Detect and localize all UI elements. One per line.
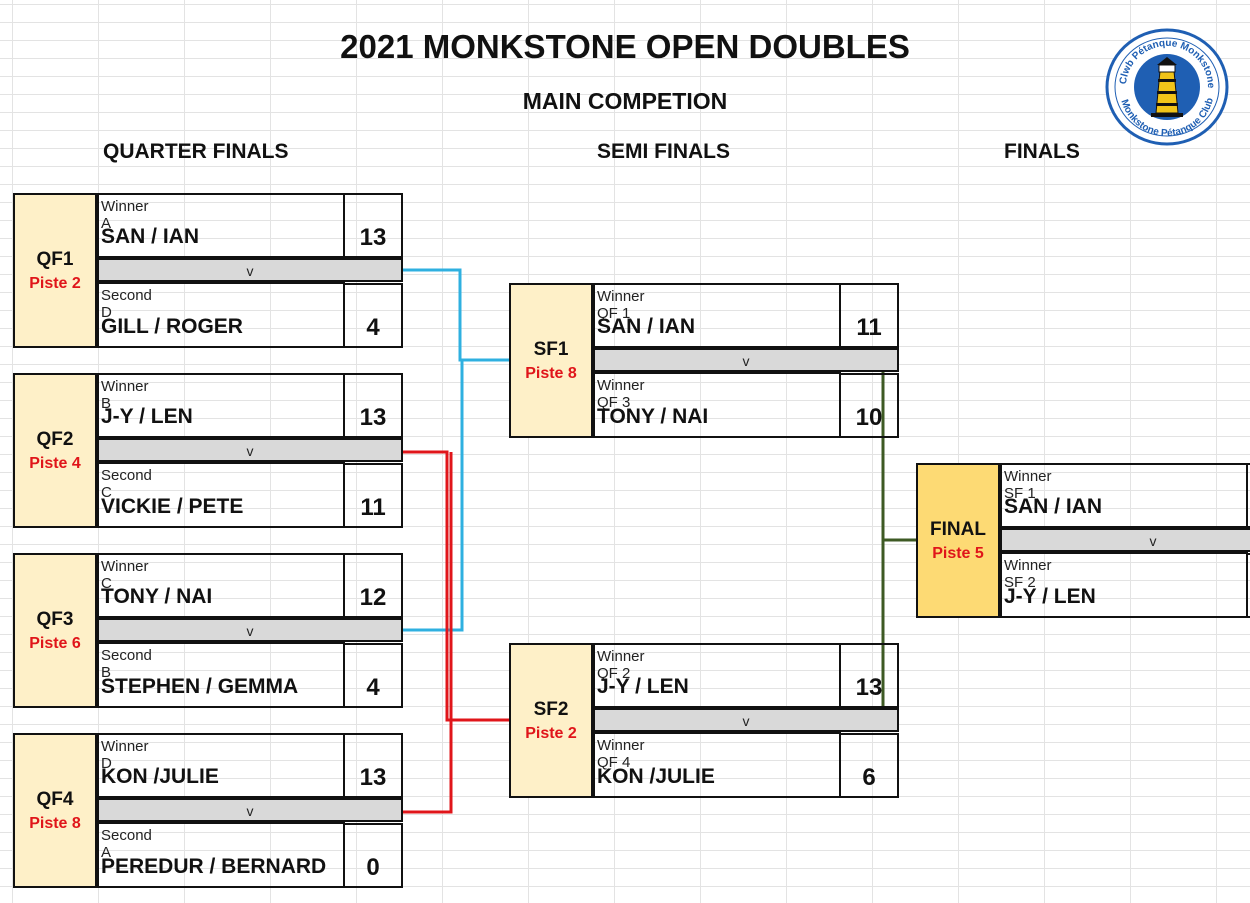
bottom-team-score[interactable]: 0 bbox=[343, 823, 403, 888]
top-team-name[interactable]: SAN / IAN bbox=[1000, 488, 1248, 528]
versus-bar: v bbox=[97, 258, 403, 282]
top-slot-label: Winner C bbox=[101, 558, 149, 592]
top-slot-label: Winner QF 2 bbox=[597, 648, 645, 682]
connector-qf1-sf1 bbox=[403, 268, 510, 362]
top-team-name[interactable]: SAN / IAN bbox=[97, 218, 345, 258]
match-code: QF3 bbox=[36, 608, 74, 630]
piste-label: Piste 4 bbox=[29, 454, 81, 472]
bottom-slot-label: Second D bbox=[101, 287, 152, 321]
top-team-score[interactable]: 13 bbox=[343, 733, 403, 798]
piste-label: Piste 8 bbox=[29, 814, 81, 832]
lighthouse-logo-icon: Clwb Pétanque Monkstone Monkstone Pétanq… bbox=[1105, 28, 1229, 146]
versus-bar: v bbox=[593, 348, 899, 372]
top-team-name[interactable]: J-Y / LEN bbox=[593, 668, 841, 708]
club-logo: Clwb Pétanque Monkstone Monkstone Pétanq… bbox=[1104, 27, 1230, 147]
match-tag: FINAL Piste 5 bbox=[916, 463, 1000, 618]
bottom-slot-label: Second A bbox=[101, 827, 152, 861]
versus-bar: v bbox=[97, 438, 403, 462]
piste-label: Piste 2 bbox=[29, 274, 81, 292]
top-team-name[interactable]: KON /JULIE bbox=[97, 758, 345, 798]
bottom-team-name[interactable]: TONY / NAI bbox=[593, 398, 841, 438]
bottom-team-name[interactable]: KON /JULIE bbox=[593, 758, 841, 798]
bottom-team-name[interactable]: STEPHEN / GEMMA bbox=[97, 668, 345, 708]
top-team-name[interactable]: SAN / IAN bbox=[593, 308, 841, 348]
top-team-score[interactable]: 13 bbox=[839, 643, 899, 708]
bottom-team-score[interactable]: 10 bbox=[839, 373, 899, 438]
piste-label: Piste 6 bbox=[29, 634, 81, 652]
connector-qf2-sf2 bbox=[403, 450, 510, 722]
top-team-name[interactable]: J-Y / LEN bbox=[97, 398, 345, 438]
bottom-team-name[interactable]: J-Y / LEN bbox=[1000, 578, 1248, 618]
top-team-score[interactable]: 11 bbox=[839, 283, 899, 348]
versus-bar: v bbox=[593, 708, 899, 732]
piste-label: Piste 8 bbox=[525, 364, 577, 382]
bottom-slot-label: Winner SF 2 bbox=[1004, 557, 1052, 591]
round-header-quarter-finals: QUARTER FINALS bbox=[103, 140, 289, 163]
connector-qf3-sf1 bbox=[403, 360, 464, 632]
bottom-slot-label: Second B bbox=[101, 647, 152, 681]
top-slot-label: Winner SF 1 bbox=[1004, 468, 1052, 502]
top-team-score[interactable]: 13 bbox=[343, 373, 403, 438]
bottom-team-name[interactable]: VICKIE / PETE bbox=[97, 488, 345, 528]
bottom-team-score[interactable]: 6 bbox=[839, 733, 899, 798]
match-code: QF4 bbox=[36, 788, 74, 810]
bottom-team-name[interactable]: GILL / ROGER bbox=[97, 308, 345, 348]
bottom-team-score[interactable]: 4 bbox=[343, 643, 403, 708]
top-team-score[interactable]: 13 bbox=[1246, 463, 1250, 528]
bottom-slot-label: Winner QF 4 bbox=[597, 737, 645, 771]
bottom-team-name[interactable]: PEREDUR / BERNARD bbox=[97, 848, 345, 888]
match-code: QF2 bbox=[36, 428, 74, 450]
top-team-name[interactable]: TONY / NAI bbox=[97, 578, 345, 618]
top-team-score[interactable]: 13 bbox=[343, 193, 403, 258]
bottom-slot-label: Winner QF 3 bbox=[597, 377, 645, 411]
bottom-team-score[interactable]: 5 bbox=[1246, 553, 1250, 618]
top-slot-label: Winner A bbox=[101, 198, 149, 232]
connector-qf4-sf2 bbox=[403, 452, 453, 814]
piste-label: Piste 5 bbox=[932, 544, 984, 562]
match-code: QF1 bbox=[36, 248, 74, 270]
match-code: SF2 bbox=[533, 698, 569, 720]
top-slot-label: Winner B bbox=[101, 378, 149, 412]
top-slot-label: Winner QF 1 bbox=[597, 288, 645, 322]
bottom-slot-label: Second C bbox=[101, 467, 152, 501]
match-code: FINAL bbox=[930, 518, 986, 540]
round-header-finals: FINALS bbox=[1004, 140, 1080, 163]
bottom-team-score[interactable]: 4 bbox=[343, 283, 403, 348]
round-header-semi-finals: SEMI FINALS bbox=[597, 140, 731, 163]
versus-bar: v bbox=[97, 618, 403, 642]
page-title: 2021 MONKSTONE OPEN DOUBLES bbox=[340, 28, 910, 65]
match-code: SF1 bbox=[533, 338, 569, 360]
page-subtitle: MAIN COMPETION bbox=[522, 88, 728, 114]
versus-bar: v bbox=[97, 798, 403, 822]
top-team-score[interactable]: 12 bbox=[343, 553, 403, 618]
bottom-team-score[interactable]: 11 bbox=[343, 463, 403, 528]
top-slot-label: Winner D bbox=[101, 738, 149, 772]
versus-bar: v bbox=[1000, 528, 1250, 552]
piste-label: Piste 2 bbox=[525, 724, 577, 742]
